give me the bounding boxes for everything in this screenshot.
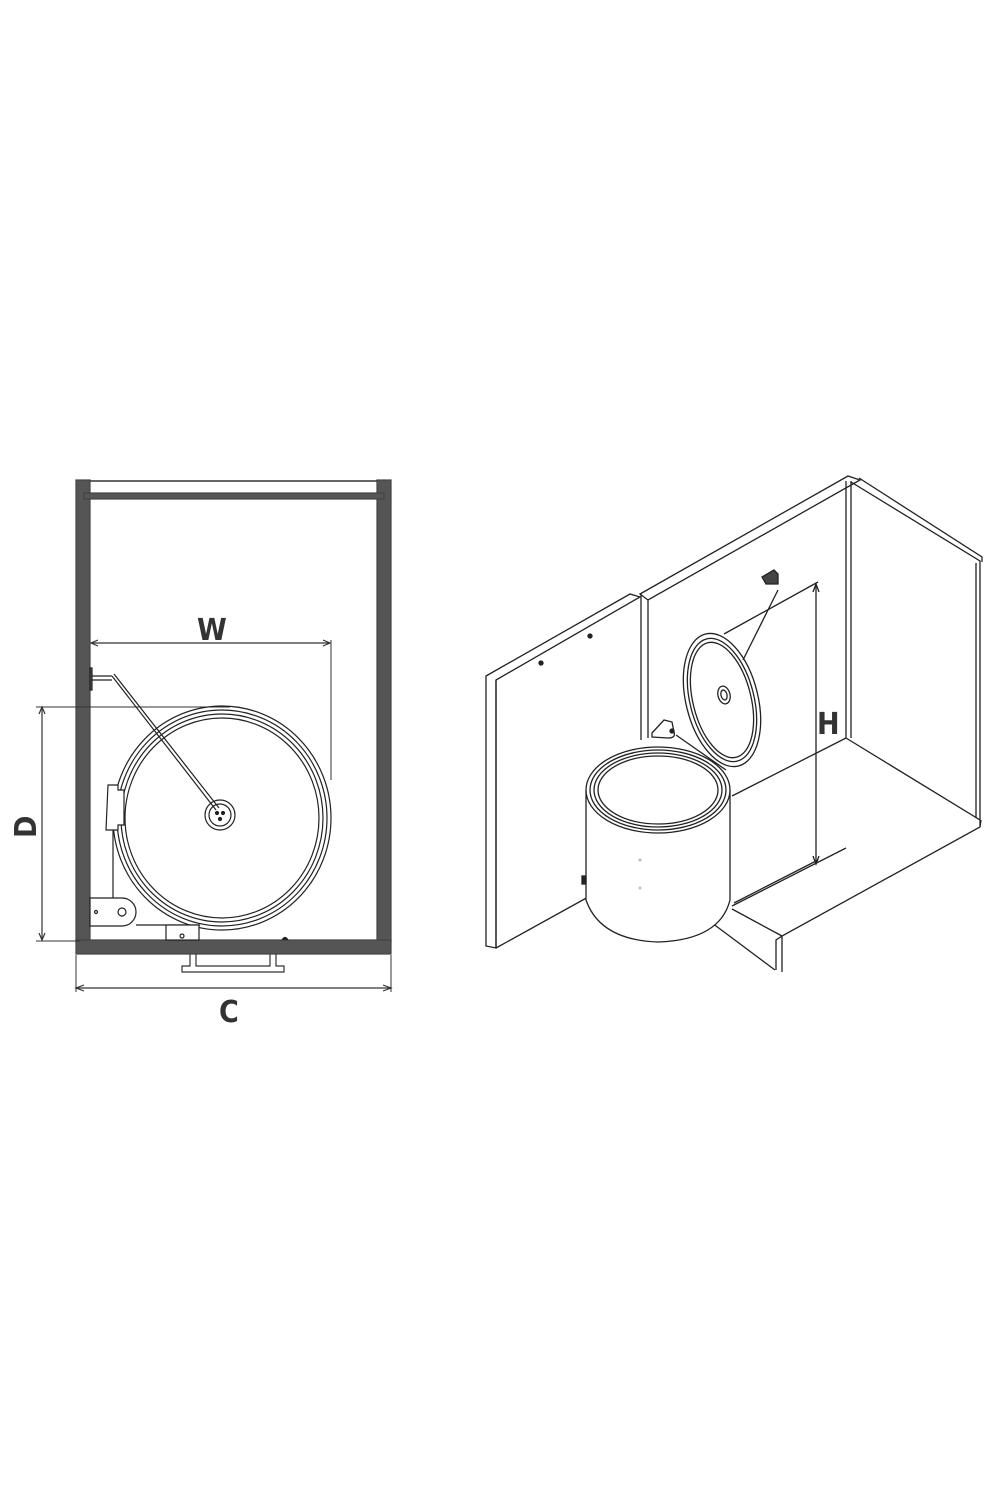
w-label: W [197, 613, 227, 648]
lid-knob [204, 799, 236, 831]
d-label: D [9, 816, 44, 838]
door-handle [181, 954, 285, 973]
bottom-bracket [165, 924, 200, 941]
bin-rim-outer [585, 746, 731, 834]
lid-arm [742, 589, 779, 661]
lid-knob-iso [717, 685, 731, 705]
wall-mount [761, 569, 779, 585]
lid-linkage-rod [89, 667, 93, 691]
cabinet-front-door [75, 939, 392, 955]
cabinet-floor [731, 737, 982, 972]
isometric-view [485, 475, 983, 972]
cabinet-right-wall [376, 479, 392, 943]
open-lid [682, 632, 762, 768]
bin-outer-ring [112, 705, 332, 931]
back-rail [83, 492, 385, 500]
c-label: C [219, 995, 239, 1030]
plan-view [36, 479, 393, 992]
back-panel [638, 475, 862, 601]
hinge-bracket [105, 784, 125, 831]
mounting-plate [89, 897, 137, 927]
bin-hinge-bracket [651, 719, 676, 739]
h-label: H [817, 707, 840, 742]
right-side-panel [850, 481, 981, 820]
cabinet-left-wall [75, 479, 91, 943]
